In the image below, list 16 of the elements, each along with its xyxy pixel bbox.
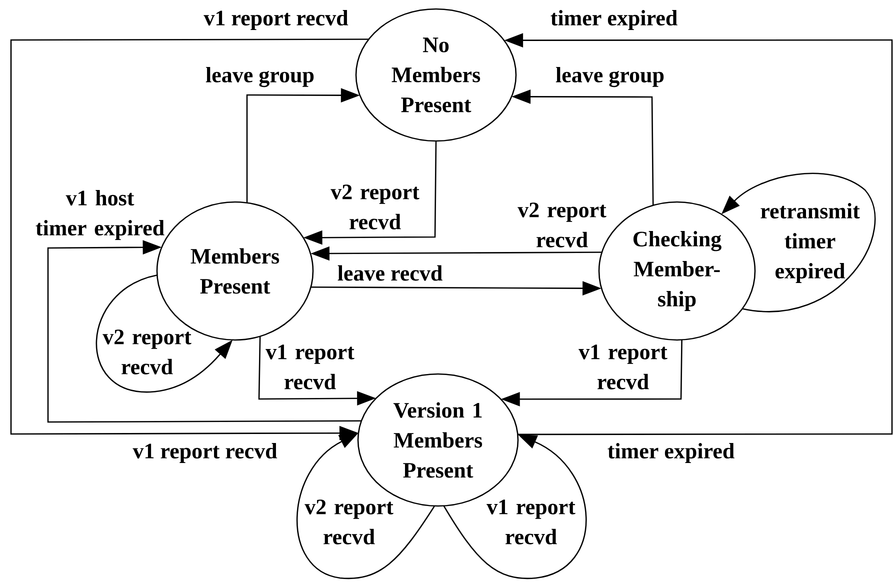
transition-label: timer expired bbox=[608, 443, 734, 463]
edge-label: v2 report recvd bbox=[330, 184, 420, 230]
edge-label: v1 host timer expired bbox=[36, 190, 164, 240]
edge-label: v1 report recvd bbox=[578, 344, 668, 390]
edge-label: leave recvd bbox=[338, 265, 442, 281]
edge-label: leave group bbox=[206, 66, 314, 88]
arrow bbox=[296, 433, 436, 580]
edge-label: v2 report recvd bbox=[518, 202, 606, 248]
edge-label: v1 report recvd bbox=[204, 10, 348, 30]
transition-label: v1 report recvd bbox=[132, 443, 278, 463]
edge-label: leave group bbox=[556, 66, 664, 88]
arrow bbox=[47, 240, 362, 423]
edge-label: timer expired bbox=[550, 10, 678, 30]
edge-label: retransmit timer expired bbox=[760, 203, 860, 283]
edge-label: v2 report recvd bbox=[102, 330, 192, 374]
edge-label: v1 report recvd bbox=[266, 344, 354, 390]
